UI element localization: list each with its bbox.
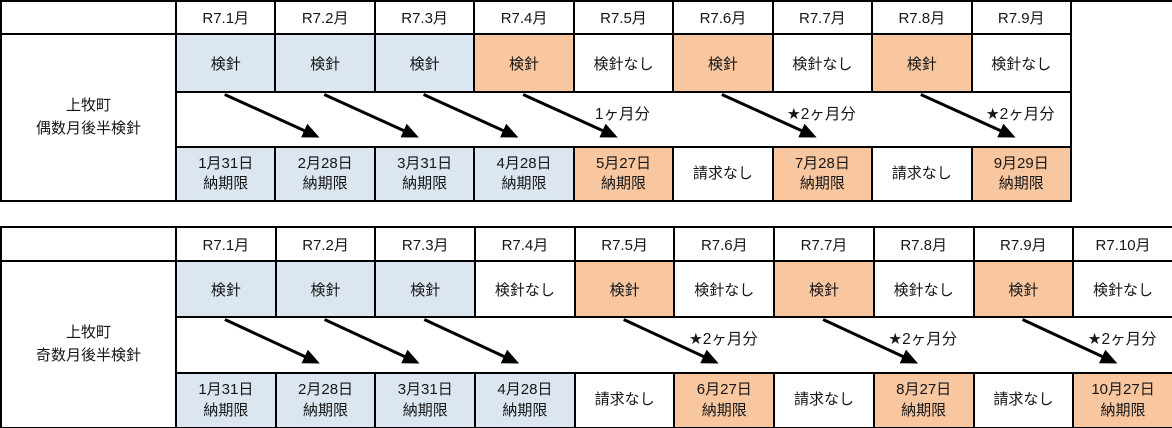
due-date-cell: 請求なし <box>773 372 875 428</box>
due-date-cell: 請求なし <box>672 146 774 202</box>
month-header-cell: R7.6月 <box>672 0 774 35</box>
meter-reading-cell: 検針なし <box>872 260 975 318</box>
due-date-cell: 5月27日 納期限 <box>572 146 675 202</box>
due-date-cell: 2月28日 納期限 <box>274 372 377 428</box>
month-header-cell: R7.7月 <box>773 226 875 262</box>
month-header-cell: R7.8月 <box>872 226 975 262</box>
billing-arrow-region: 1ヶ月分 ★2ヶ月分 ★2ヶ月分 <box>175 91 1072 148</box>
month-header-cell: R7.4月 <box>473 0 575 35</box>
meter-reading-cell: 検針なし <box>771 33 874 93</box>
table-row-label: 上牧町 偶数月後半検針 <box>0 33 177 202</box>
month-header-cell: R7.4月 <box>474 226 576 262</box>
due-date-cell: 8月27日 納期限 <box>872 372 975 428</box>
due-date-cell: 3月31日 納期限 <box>374 372 477 428</box>
billing-arrow <box>224 319 320 364</box>
month-header-cell: R7.5月 <box>572 0 675 35</box>
billing-arrow <box>920 94 1016 138</box>
billing-arrow <box>323 319 420 364</box>
meter-reading-cell: 検針 <box>274 33 376 93</box>
billing-arrow <box>721 94 817 138</box>
billing-period-label: ★2ヶ月分 <box>786 106 856 123</box>
meter-reading-cell: 検針 <box>573 260 676 318</box>
billing-arrow <box>224 94 320 138</box>
billing-arrow <box>422 94 519 138</box>
meter-reading-cell: 検針なし <box>970 33 1072 93</box>
month-header-cell: R7.3月 <box>373 0 476 35</box>
billing-arrows <box>224 319 1118 364</box>
billing-arrow-region: ★2ヶ月分 ★2ヶ月分 ★2ヶ月分 <box>175 316 1172 374</box>
billing-arrow <box>323 94 419 138</box>
month-header-cell: R7.2月 <box>274 0 376 35</box>
due-date-cell: 6月27日 納期限 <box>673 372 776 428</box>
billing-period-label: 1ヶ月分 <box>594 106 651 123</box>
month-header-cell: R7.1月 <box>175 226 277 262</box>
meter-reading-cell: 検針 <box>972 260 1075 318</box>
month-header-cell: R7.9月 <box>972 226 1075 262</box>
due-date-cell: 4月28日 納期限 <box>473 146 575 202</box>
billing-arrow <box>623 319 719 364</box>
billing-arrows <box>224 94 1016 138</box>
month-header-cell: R7.7月 <box>771 0 874 35</box>
due-date-cell: 2月28日 納期限 <box>274 146 376 202</box>
due-date-cell: 10月27日 納期限 <box>1072 372 1172 428</box>
meter-reading-cell: 検針なし <box>673 260 776 318</box>
due-date-cell: 4月28日 納期限 <box>474 372 576 428</box>
meter-reading-cell: 検針なし <box>572 33 675 93</box>
meter-reading-cell: 検針 <box>174 33 277 93</box>
meter-reading-cell: 検針 <box>672 33 774 93</box>
billing-period-label: ★2ヶ月分 <box>1087 331 1157 348</box>
meter-reading-cell: 検針 <box>871 33 973 93</box>
billing-period-label: ★2ヶ月分 <box>985 106 1055 123</box>
meter-reading-cell: 検針 <box>473 33 575 93</box>
billing-arrow <box>1021 319 1118 364</box>
month-header-cell: R7.1月 <box>174 0 277 35</box>
due-date-cell: 3月31日 納期限 <box>373 146 476 202</box>
month-header-cell: R7.8月 <box>871 0 973 35</box>
billing-period-label: ★2ヶ月分 <box>888 331 958 348</box>
due-date-cell: 1月31日 納期限 <box>174 146 277 202</box>
due-date-cell: 9月29日 納期限 <box>970 146 1072 202</box>
due-date-cell: 請求なし <box>871 146 973 202</box>
billing-arrow <box>822 319 919 364</box>
meter-reading-cell: 検針 <box>175 260 277 318</box>
meter-reading-cell: 検針なし <box>474 260 576 318</box>
meter-reading-cell: 検針なし <box>1072 260 1172 318</box>
meter-reading-cell: 検針 <box>374 260 477 318</box>
billing-arrow <box>522 94 618 138</box>
due-date-cell: 請求なし <box>972 372 1075 428</box>
meter-reading-cell: 検針 <box>373 33 476 93</box>
due-date-cell: 7月28日 納期限 <box>771 146 874 202</box>
month-header-cell: R7.10月 <box>1072 226 1172 262</box>
table-row-label: 上牧町 奇数月後半検針 <box>0 260 177 428</box>
billing-arrow <box>423 319 520 364</box>
corner-cell <box>0 0 177 35</box>
month-header-cell: R7.6月 <box>673 226 776 262</box>
corner-cell <box>0 226 177 262</box>
due-date-cell: 1月31日 納期限 <box>175 372 277 428</box>
month-header-cell: R7.9月 <box>970 0 1072 35</box>
billing-period-label: ★2ヶ月分 <box>688 331 758 348</box>
month-header-cell: R7.3月 <box>374 226 477 262</box>
meter-reading-cell: 検針 <box>773 260 875 318</box>
top-border-extension <box>1066 0 1172 2</box>
meter-reading-cell: 検針 <box>274 260 377 318</box>
month-header-cell: R7.2月 <box>274 226 377 262</box>
month-header-cell: R7.5月 <box>573 226 676 262</box>
due-date-cell: 請求なし <box>573 372 676 428</box>
